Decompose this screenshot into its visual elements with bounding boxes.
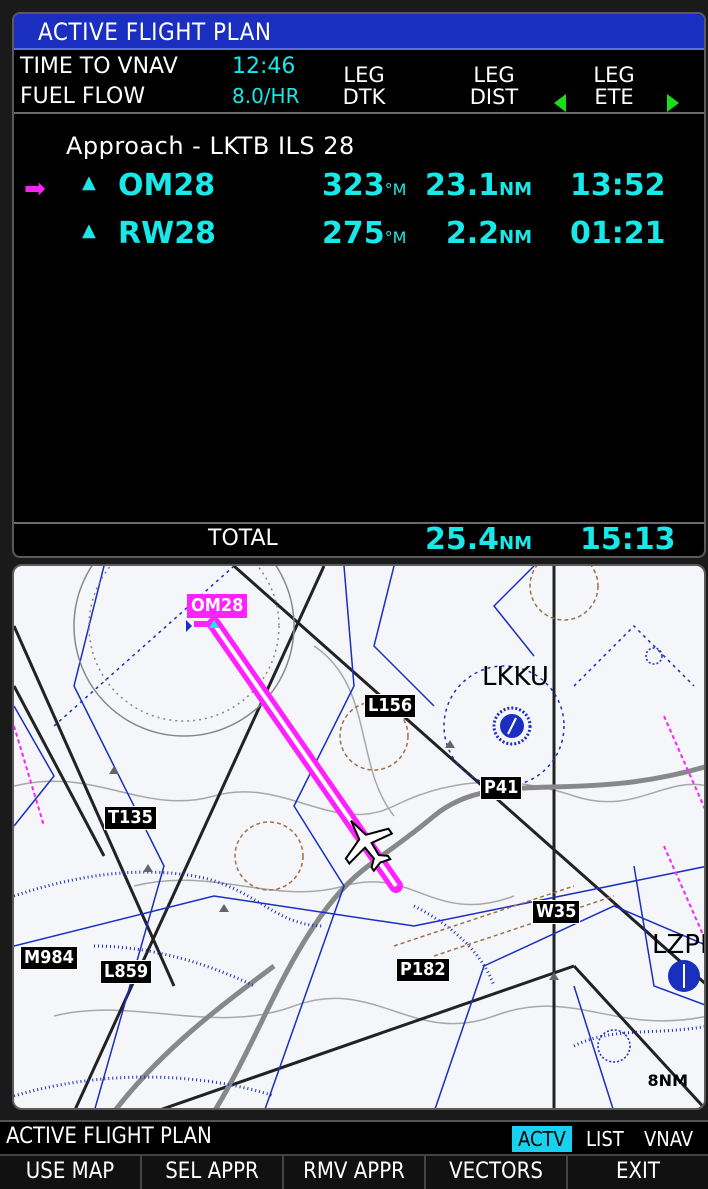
waypoint-marker-icon: ▲ (82, 220, 96, 241)
status-page-title: ACTIVE FLIGHT PLAN (6, 1124, 212, 1149)
active-leg-arrow-icon: ➡ (24, 174, 46, 204)
col-header-dtk-line2: DTK (342, 85, 386, 109)
leg-dist-unit: NM (499, 227, 532, 248)
col-header-dtk-line1: LEG (343, 63, 385, 87)
ete-next-arrow-icon[interactable] (667, 94, 679, 112)
flight-plan-panel: ACTIVE FLIGHT PLAN TIME TO VNAV 12:46 FU… (12, 12, 706, 558)
leg-ete: 01:21 (570, 216, 666, 251)
total-dist: 25.4NM (424, 522, 532, 557)
tab-list[interactable]: LIST (586, 1127, 624, 1151)
exit-softkey[interactable]: EXIT (566, 1154, 708, 1189)
waypoint-marker-icon: ▲ (82, 172, 96, 193)
fuel-flow-label: FUEL FLOW (20, 84, 146, 109)
leg-dist-unit: NM (499, 179, 532, 200)
total-label: TOTAL (208, 526, 278, 551)
leg-dtk-value: 323 (322, 168, 385, 203)
map-canvas (14, 566, 704, 1108)
rmv-appr-softkey[interactable]: RMV APPR (282, 1154, 424, 1189)
map-panel[interactable]: OM28 LKKU LZPP L156 P41 T135 W35 M984 L8… (12, 564, 706, 1110)
time-to-vnav-value: 12:46 (232, 54, 296, 79)
sel-appr-softkey[interactable]: SEL APPR (140, 1154, 282, 1189)
map-airway-t135-label: T135 (104, 806, 157, 830)
flight-plan-title: ACTIVE FLIGHT PLAN (14, 14, 704, 50)
ownship-aircraft-icon (344, 819, 394, 873)
leg-dist-value: 23.1 (424, 168, 500, 203)
map-airway-l156-label: L156 (364, 694, 417, 718)
waypoint-name: RW28 (118, 216, 216, 251)
col-header-dist: LEG DIST (444, 64, 544, 108)
fuel-flow-value: 8.0/HR (232, 84, 300, 108)
tab-vnav[interactable]: VNAV (644, 1127, 694, 1151)
map-airway-l859-label: L859 (100, 960, 153, 984)
tab-actv[interactable]: ACTV (512, 1126, 572, 1152)
map-scale-value: 8NM (647, 1071, 688, 1090)
total-ete: 15:13 (580, 522, 676, 557)
approach-heading: Approach - LKTB ILS 28 (66, 132, 355, 160)
leg-dtk-unit: °M (384, 228, 407, 247)
leg-dist: 23.1NM (425, 168, 532, 203)
total-dist-value: 25.4 (424, 522, 500, 557)
leg-dtk: 275°M (322, 216, 406, 251)
col-header-dtk: LEG DTK (314, 64, 414, 108)
leg-dist: 2.2NM (446, 216, 532, 251)
map-scale: 8NM (648, 1071, 688, 1090)
map-airport-lkku-label[interactable]: LKKU (482, 662, 549, 692)
time-to-vnav-label: TIME TO VNAV (20, 54, 178, 79)
vectors-softkey[interactable]: VECTORS (424, 1154, 566, 1189)
flight-plan-row[interactable]: ➡ ▲ OM28 323°M 23.1NM 13:52 (14, 168, 704, 208)
flight-plan-row[interactable]: ▲ RW28 275°M 2.2NM 01:21 (14, 216, 704, 256)
col-header-dist-line2: DIST (469, 85, 519, 109)
softkey-bar: USE MAP SEL APPR RMV APPR VECTORS EXIT (0, 1154, 708, 1189)
map-waypoint-om28-label[interactable]: OM28 (187, 594, 248, 618)
waypoint-name: OM28 (118, 168, 216, 203)
col-header-dist-line1: LEG (473, 63, 515, 87)
leg-dist-value: 2.2 (445, 216, 500, 251)
header-divider (14, 112, 704, 114)
use-map-softkey[interactable]: USE MAP (0, 1154, 140, 1189)
ete-prev-arrow-icon[interactable] (554, 94, 566, 112)
airport-lkku-icon (492, 706, 532, 746)
total-divider (14, 522, 704, 524)
map-airway-p182-label: P182 (396, 958, 450, 982)
map-airway-w35-label: W35 (532, 900, 581, 924)
col-header-ete-line1: LEG (593, 63, 635, 87)
col-header-ete-line2: ETE (594, 85, 634, 109)
col-header-ete: LEG ETE (564, 64, 664, 108)
leg-dtk-unit: °M (384, 180, 407, 199)
leg-ete: 13:52 (570, 168, 666, 203)
airport-lzpp-icon (668, 960, 700, 992)
total-dist-unit: NM (499, 533, 532, 554)
page-status-bar: ACTIVE FLIGHT PLAN ACTV LIST VNAV (0, 1120, 708, 1154)
leg-dtk: 323°M (322, 168, 406, 203)
map-airway-m984-label: M984 (20, 946, 78, 970)
leg-dtk-value: 275 (322, 216, 385, 251)
map-airport-lzpp-label[interactable]: LZPP (652, 930, 704, 960)
map-airway-p41-label: P41 (480, 776, 523, 800)
